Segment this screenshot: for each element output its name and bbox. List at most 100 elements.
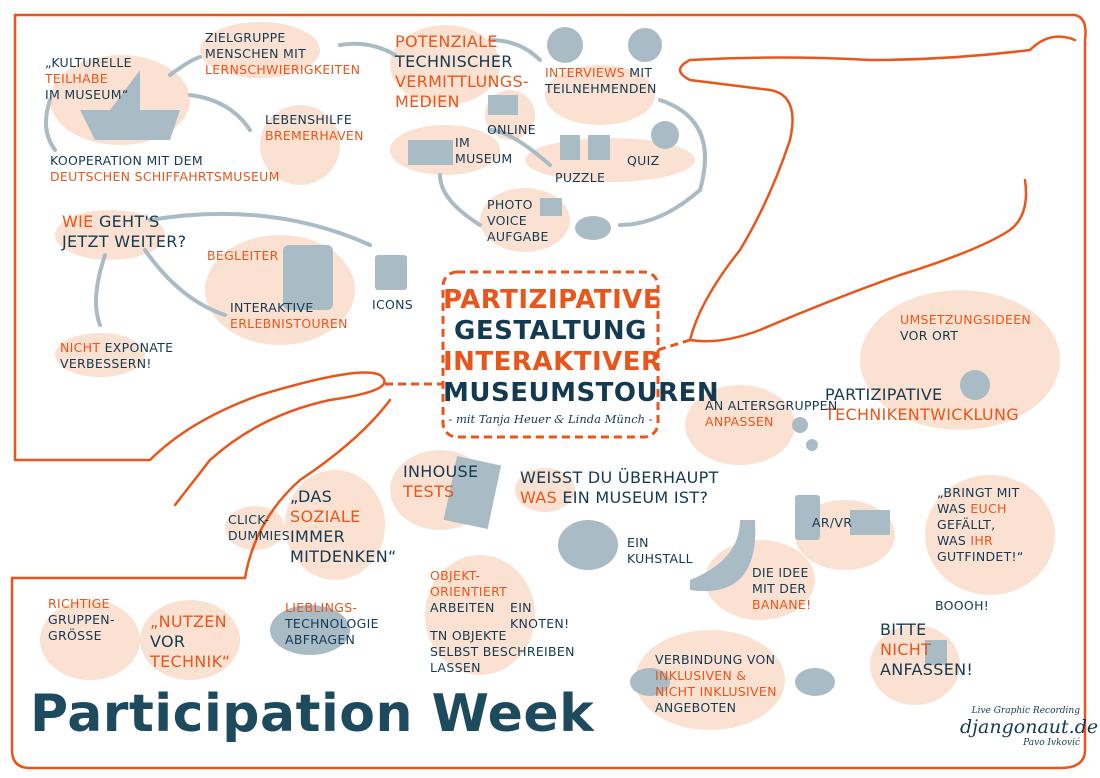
text-line: gutfindet!“ (937, 549, 1024, 565)
text-segment: Menschen mit (205, 46, 307, 61)
text-line: ein (627, 535, 693, 551)
text-line: orientiert (430, 584, 507, 600)
note-immuseum: imMuseum (455, 135, 513, 167)
text-line: Lernschwierigkeiten (205, 62, 360, 78)
speakers-subtitle: - mit Tanja Heuer & Linda Münch - (448, 412, 653, 426)
note-puzzle: Puzzle (555, 170, 605, 186)
text-segment: mitdenken“ (290, 547, 397, 566)
text-line: vor Ort (900, 328, 1031, 344)
text-line: Icons (372, 297, 413, 313)
text-line: Soziale (290, 507, 397, 527)
text-segment: Museum (455, 151, 513, 166)
text-segment: richtige (48, 596, 110, 611)
text-line: „Kulturelle (45, 55, 132, 71)
note-umsetzung: Umsetzungsideenvor Ort (900, 312, 1031, 344)
text-line: Kuhstall (627, 551, 693, 567)
text-line: mitdenken“ (290, 547, 397, 567)
text-segment: was (937, 501, 971, 516)
text-segment: Lernschwierigkeiten (205, 62, 361, 77)
text-line: Menschen mit (205, 46, 360, 62)
text-segment: abfragen (285, 632, 356, 647)
text-segment: Gruppen- (48, 612, 115, 627)
text-line: Medien (395, 92, 529, 112)
note-photovoice: PhotoVoiceAufgabe (487, 197, 549, 245)
text-segment: Potenziale (395, 32, 498, 51)
text-segment: Nicht (880, 640, 932, 659)
text-segment: Verbindung von (655, 652, 776, 667)
note-kulturelle: „KulturelleTeilhabeim Museum“ (45, 55, 132, 103)
text-line: Banane! (752, 597, 811, 613)
note-tn: TN Objekteselbst beschreibenlassen (430, 628, 575, 676)
text-segment: Quiz (627, 153, 660, 168)
note-banane: die Ideemit derBanane! (752, 565, 811, 613)
text-line: Kooperation mit dem (50, 153, 280, 169)
text-segment: Partizipative (825, 385, 943, 404)
credits: Live Graphic Recording djangonaut.de Pav… (960, 706, 1099, 748)
central-topic-title: PartizipativeGestaltungInteraktiverMuseu… (443, 285, 719, 409)
text-segment: Wie (62, 212, 99, 231)
note-verbindung: Verbindung voninklusiven &nicht inklusiv… (655, 652, 777, 716)
text-line: interaktive (230, 300, 348, 316)
text-line: Photo (487, 197, 549, 213)
text-line: im Museum“ (45, 87, 132, 103)
text-line: was ihr (937, 533, 1024, 549)
note-knoten: einKnoten! (510, 600, 569, 632)
text-segment: Tests (403, 482, 455, 501)
text-segment: Dummies (228, 528, 290, 543)
text-line: Größe (48, 628, 115, 644)
text-line: abfragen (285, 632, 379, 648)
text-line: Teilhabe (45, 71, 132, 87)
text-segment: Knoten! (510, 616, 570, 631)
text-segment: Partizipative (443, 285, 662, 315)
text-line: Puzzle (555, 170, 605, 186)
text-segment: Icons (372, 297, 414, 312)
note-wiegehts: Wie geht'sjetzt weiter? (62, 212, 186, 252)
text-line: Vermittlungs- (395, 72, 529, 92)
text-segment: Puzzle (555, 170, 606, 185)
text-line: Knoten! (510, 616, 569, 632)
text-line: richtige (48, 596, 115, 612)
frame-and-hands (10, 13, 1087, 770)
text-line: Nicht (880, 640, 973, 660)
text-line: Umsetzungsideen (900, 312, 1031, 328)
text-segment: „Das (290, 487, 333, 506)
text-segment: ein (510, 600, 532, 615)
text-segment: technischer (395, 52, 513, 71)
text-segment: „Bringt mit (937, 485, 1020, 500)
text-line: Online (487, 122, 536, 138)
text-line: Museum (455, 151, 513, 167)
text-segment: Lebenshilfe (265, 112, 353, 127)
note-boooh: Boooh! (935, 598, 989, 614)
text-line: lassen (430, 660, 575, 676)
text-segment: Medien (395, 92, 460, 111)
credit-line-1: Live Graphic Recording (971, 706, 1080, 716)
text-line: technischer (395, 52, 529, 72)
text-segment: im Museum“ (45, 87, 129, 102)
text-segment: Interaktiver (443, 347, 662, 377)
text-segment: orientiert (430, 584, 508, 599)
text-segment: Bremerhaven (265, 128, 364, 143)
text-segment: Technik“ (150, 652, 231, 671)
text-segment: Online (487, 122, 536, 137)
note-interaktive: interaktiveErlebnistouren (230, 300, 348, 332)
note-gruppe: richtigeGruppen-Größe (48, 596, 115, 644)
text-segment: „Kulturelle (45, 55, 132, 70)
note-online: Online (487, 122, 536, 138)
text-line: Interaktiver (443, 347, 661, 378)
text-line: „Nutzen (150, 612, 230, 632)
center-box-border (441, 270, 660, 439)
text-line: Technologie (285, 616, 379, 632)
flow-arrows (44, 38, 707, 327)
text-line: arbeiten (430, 600, 507, 616)
text-segment: Technikentwicklung (825, 405, 1019, 424)
text-segment: vor (150, 632, 186, 651)
credit-website[interactable]: djangonaut.de (960, 716, 1099, 738)
text-segment: lassen (430, 660, 481, 675)
text-segment: Lieblings- (285, 600, 358, 615)
text-segment: Voice (487, 213, 527, 228)
text-segment: die Idee (752, 565, 809, 580)
text-segment: Kuhstall (627, 551, 693, 566)
text-segment: immer (290, 527, 346, 546)
text-line: Was ein Museum ist? (520, 488, 719, 508)
text-segment: „Nutzen (150, 612, 227, 631)
